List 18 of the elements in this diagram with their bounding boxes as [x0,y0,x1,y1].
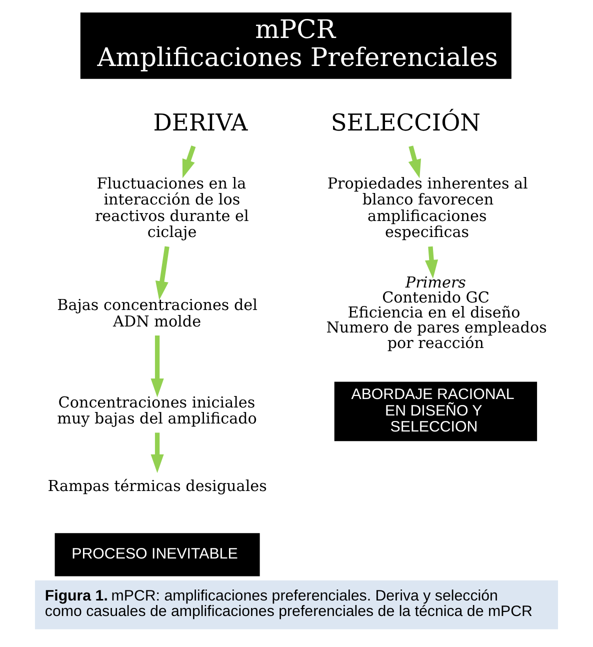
arrow [408,146,422,178]
node-box: mPCR Amplificaciones Preferenciales [80,12,512,79]
arrow [150,335,164,398]
node-text: Propiedades inherentes al blanco favorecen amplificaciones especificas [327,174,528,242]
node-text: Primers Contenido GC Eficiencia en el diseño Numero de pares empleados por reacción [326,273,547,352]
node-text: Concentraciones iniciales muy bajas del amplificado [57,393,257,428]
node-text: DERIVA [153,110,248,137]
node-text: Bajas concentraciones del ADN molde [57,296,258,330]
node-box: ABORDAJE RACIONAL EN DISEÑO Y SELECCION [334,382,538,442]
node-text: Rampas térmicas desiguales [48,477,267,496]
arrow [182,145,196,178]
arrow [155,246,170,300]
arrow [424,246,438,279]
caption: Figura 1. mPCR: amplificaciones preferenciales. Deriva y selección como casuales de amplificaciones preferenciales de la técnica de mPCR [44,588,532,620]
arrow [150,432,164,474]
node-text: Fluctuaciones en la interacción de los reactivos durante el ciclaje [94,174,249,242]
node-box: PROCESO INEVITABLE [54,533,260,576]
node-text: SELECCIÓN [330,110,481,137]
